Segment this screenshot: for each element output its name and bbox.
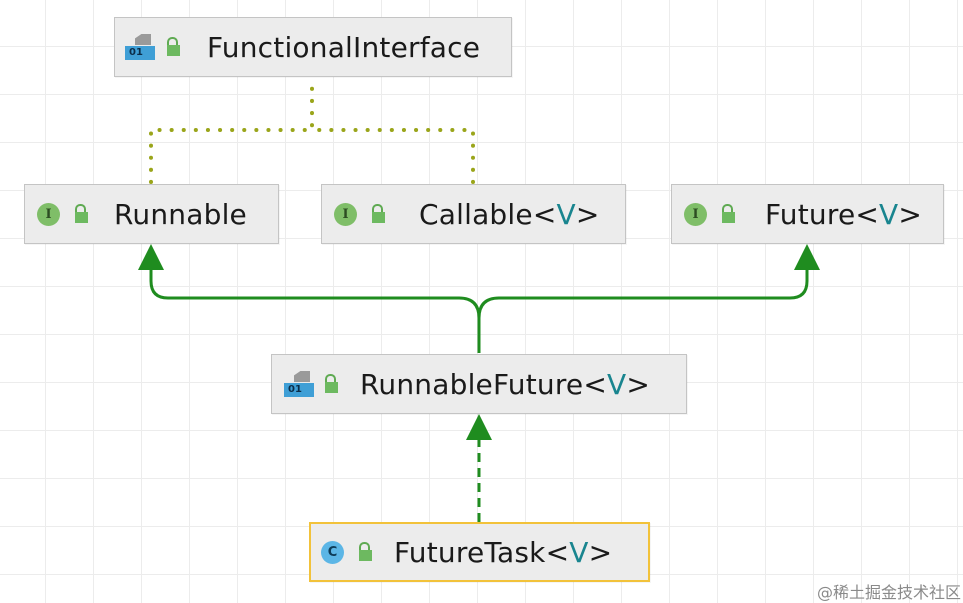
node-name: Runnable	[114, 197, 247, 231]
node-runnable-future[interactable]: 01 RunnableFuture<V>	[271, 354, 687, 414]
node-future[interactable]: I Future<V>	[671, 184, 944, 244]
node-name: Future<V>	[765, 197, 923, 231]
interface-icon: I	[334, 202, 357, 226]
type-param: V	[569, 535, 589, 569]
node-future-task[interactable]: C FutureTask<V>	[309, 522, 650, 582]
node-callable[interactable]: I Callable<V>	[321, 184, 626, 244]
lock-icon	[719, 204, 735, 224]
node-functional-interface[interactable]: 01 FunctionalInterface	[114, 17, 512, 77]
interface-icon: I	[37, 202, 60, 226]
arrowhead-future	[794, 244, 820, 270]
edge-callable-functionalinterface	[310, 128, 475, 184]
lock-icon	[322, 374, 338, 394]
arrowhead-runnablefuture	[466, 414, 492, 440]
class-icon: C	[321, 540, 344, 564]
type-param: V	[607, 367, 627, 401]
type-param: V	[556, 197, 576, 231]
arrowhead-runnable	[138, 244, 164, 270]
annotation-icon: 01	[284, 371, 314, 397]
node-runnable[interactable]: I Runnable	[24, 184, 279, 244]
type-param: V	[879, 197, 899, 231]
lock-icon	[72, 204, 88, 224]
edge-runnablefuture-future	[477, 265, 809, 319]
lock-icon	[356, 542, 372, 562]
lock-icon	[369, 204, 385, 224]
watermark: @稀土掘金技术社区	[816, 583, 961, 602]
lock-icon	[164, 37, 180, 57]
node-name: Callable<V>	[419, 197, 600, 231]
interface-icon: I	[684, 202, 707, 226]
edge-runnablefuture-runnable	[149, 265, 481, 353]
node-name: FunctionalInterface	[207, 30, 481, 64]
annotation-icon: 01	[125, 34, 155, 60]
edge-runnable-functionalinterface	[149, 75, 314, 184]
node-name: RunnableFuture<V>	[360, 367, 651, 401]
node-name: FutureTask<V>	[394, 535, 613, 569]
